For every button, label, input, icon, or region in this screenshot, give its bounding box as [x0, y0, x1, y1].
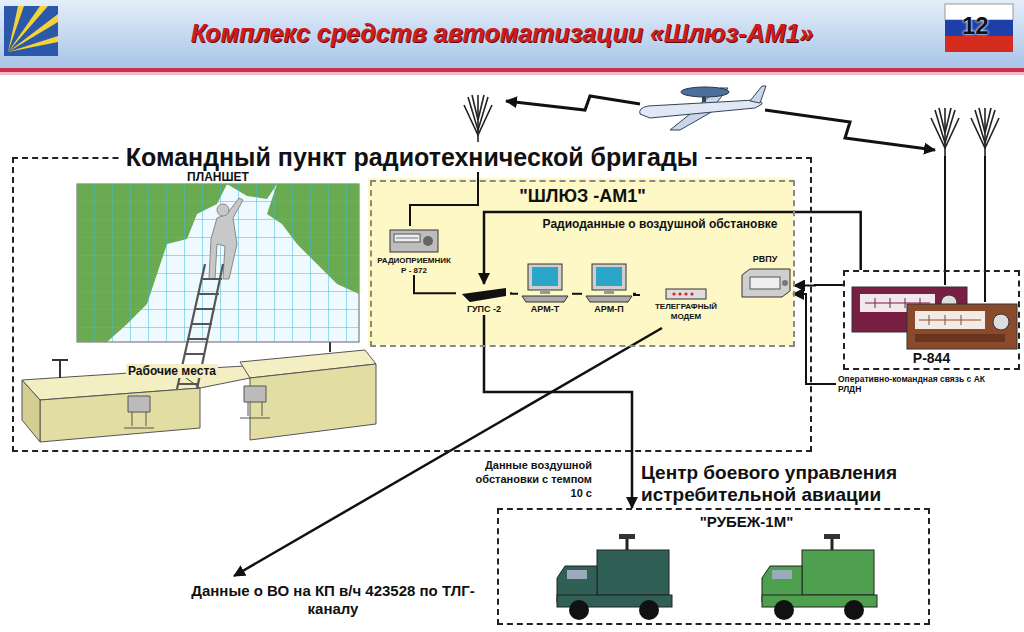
pc-icon — [518, 262, 572, 304]
brigade-command-post: Командный пункт радиотехнической бригады… — [12, 157, 812, 452]
device-label: АРМ-Т — [518, 304, 572, 315]
area-label: Рабочие места — [126, 364, 218, 378]
gateway-ground — [368, 178, 793, 345]
rvpu-icon — [736, 265, 794, 299]
device-label: ТЕЛЕГРАФНЫЙ МОДЕМ — [640, 302, 732, 321]
station-label: Р-844 — [845, 350, 1018, 366]
device-label: ГУПС -2 — [456, 304, 512, 315]
pc-icon — [582, 262, 636, 304]
output-note: Данные о ВО на КП в/ч 423528 по ТЛГ-кана… — [188, 582, 478, 618]
rvpu-device: РВПУ — [736, 254, 794, 299]
device-label: РАДИОПРИЕМНИК Р - 872 — [376, 256, 452, 275]
title-rule — [0, 72, 1024, 75]
board-heading: ПЛАНШЕТ — [77, 170, 359, 184]
connector — [572, 293, 582, 295]
title-band: Комплекс средств автоматизации «Шлюз-АМ1… — [0, 0, 1024, 68]
connector — [414, 275, 456, 293]
workstation: АРМ-Т — [518, 262, 572, 315]
system-name: "РУБЕЖ-1М" — [684, 513, 809, 531]
edge-label: Данные воздушной обстановки с темпом 10 … — [462, 458, 592, 500]
radio-icon — [376, 226, 452, 256]
modem-icon — [640, 284, 732, 302]
gateway-complex: "ШЛЮЗ -АМ1" РАДИОПРИЕМНИК Р - 872ГУПС -2 А… — [370, 180, 795, 347]
network-hub: ГУПС -2 — [456, 284, 512, 315]
link-note: Оперативно-командная связь с АК РЛДН — [838, 374, 990, 394]
air-force-flag — [4, 6, 58, 56]
group-heading: Центр боевого управления истребительной … — [641, 462, 931, 506]
fighter-control-center: Центр боевого управления истребительной … — [497, 508, 930, 625]
device-label: РВПУ — [736, 254, 794, 265]
slide-title: Комплекс средств автоматизации «Шлюз-АМ1… — [80, 18, 924, 48]
router-icon — [456, 284, 512, 304]
russian-flag — [945, 4, 1013, 52]
telegraph-modem: ТЕЛЕГРАФНЫЙ МОДЕМ — [640, 284, 732, 321]
workstation: АРМ-П — [582, 262, 636, 315]
map-icon — [77, 184, 359, 342]
group-heading: Командный пункт радиотехнической бригады — [120, 142, 704, 172]
connector — [634, 294, 640, 295]
plotting-board: ПЛАНШЕТ — [77, 170, 359, 342]
connector — [511, 292, 518, 295]
connector — [794, 284, 843, 287]
complex-heading: "ШЛЮЗ -АМ1" — [372, 185, 793, 207]
slide-number: 12 — [962, 12, 989, 40]
awacs-aircraft — [640, 86, 766, 130]
radio-station-group: Р-844 — [843, 270, 1020, 370]
edge-label: Радиоданные о воздушной обстановке — [540, 217, 780, 232]
device-label: АРМ-П — [582, 304, 636, 315]
radio-receiver: РАДИОПРИЕМНИК Р - 872 — [376, 226, 452, 275]
